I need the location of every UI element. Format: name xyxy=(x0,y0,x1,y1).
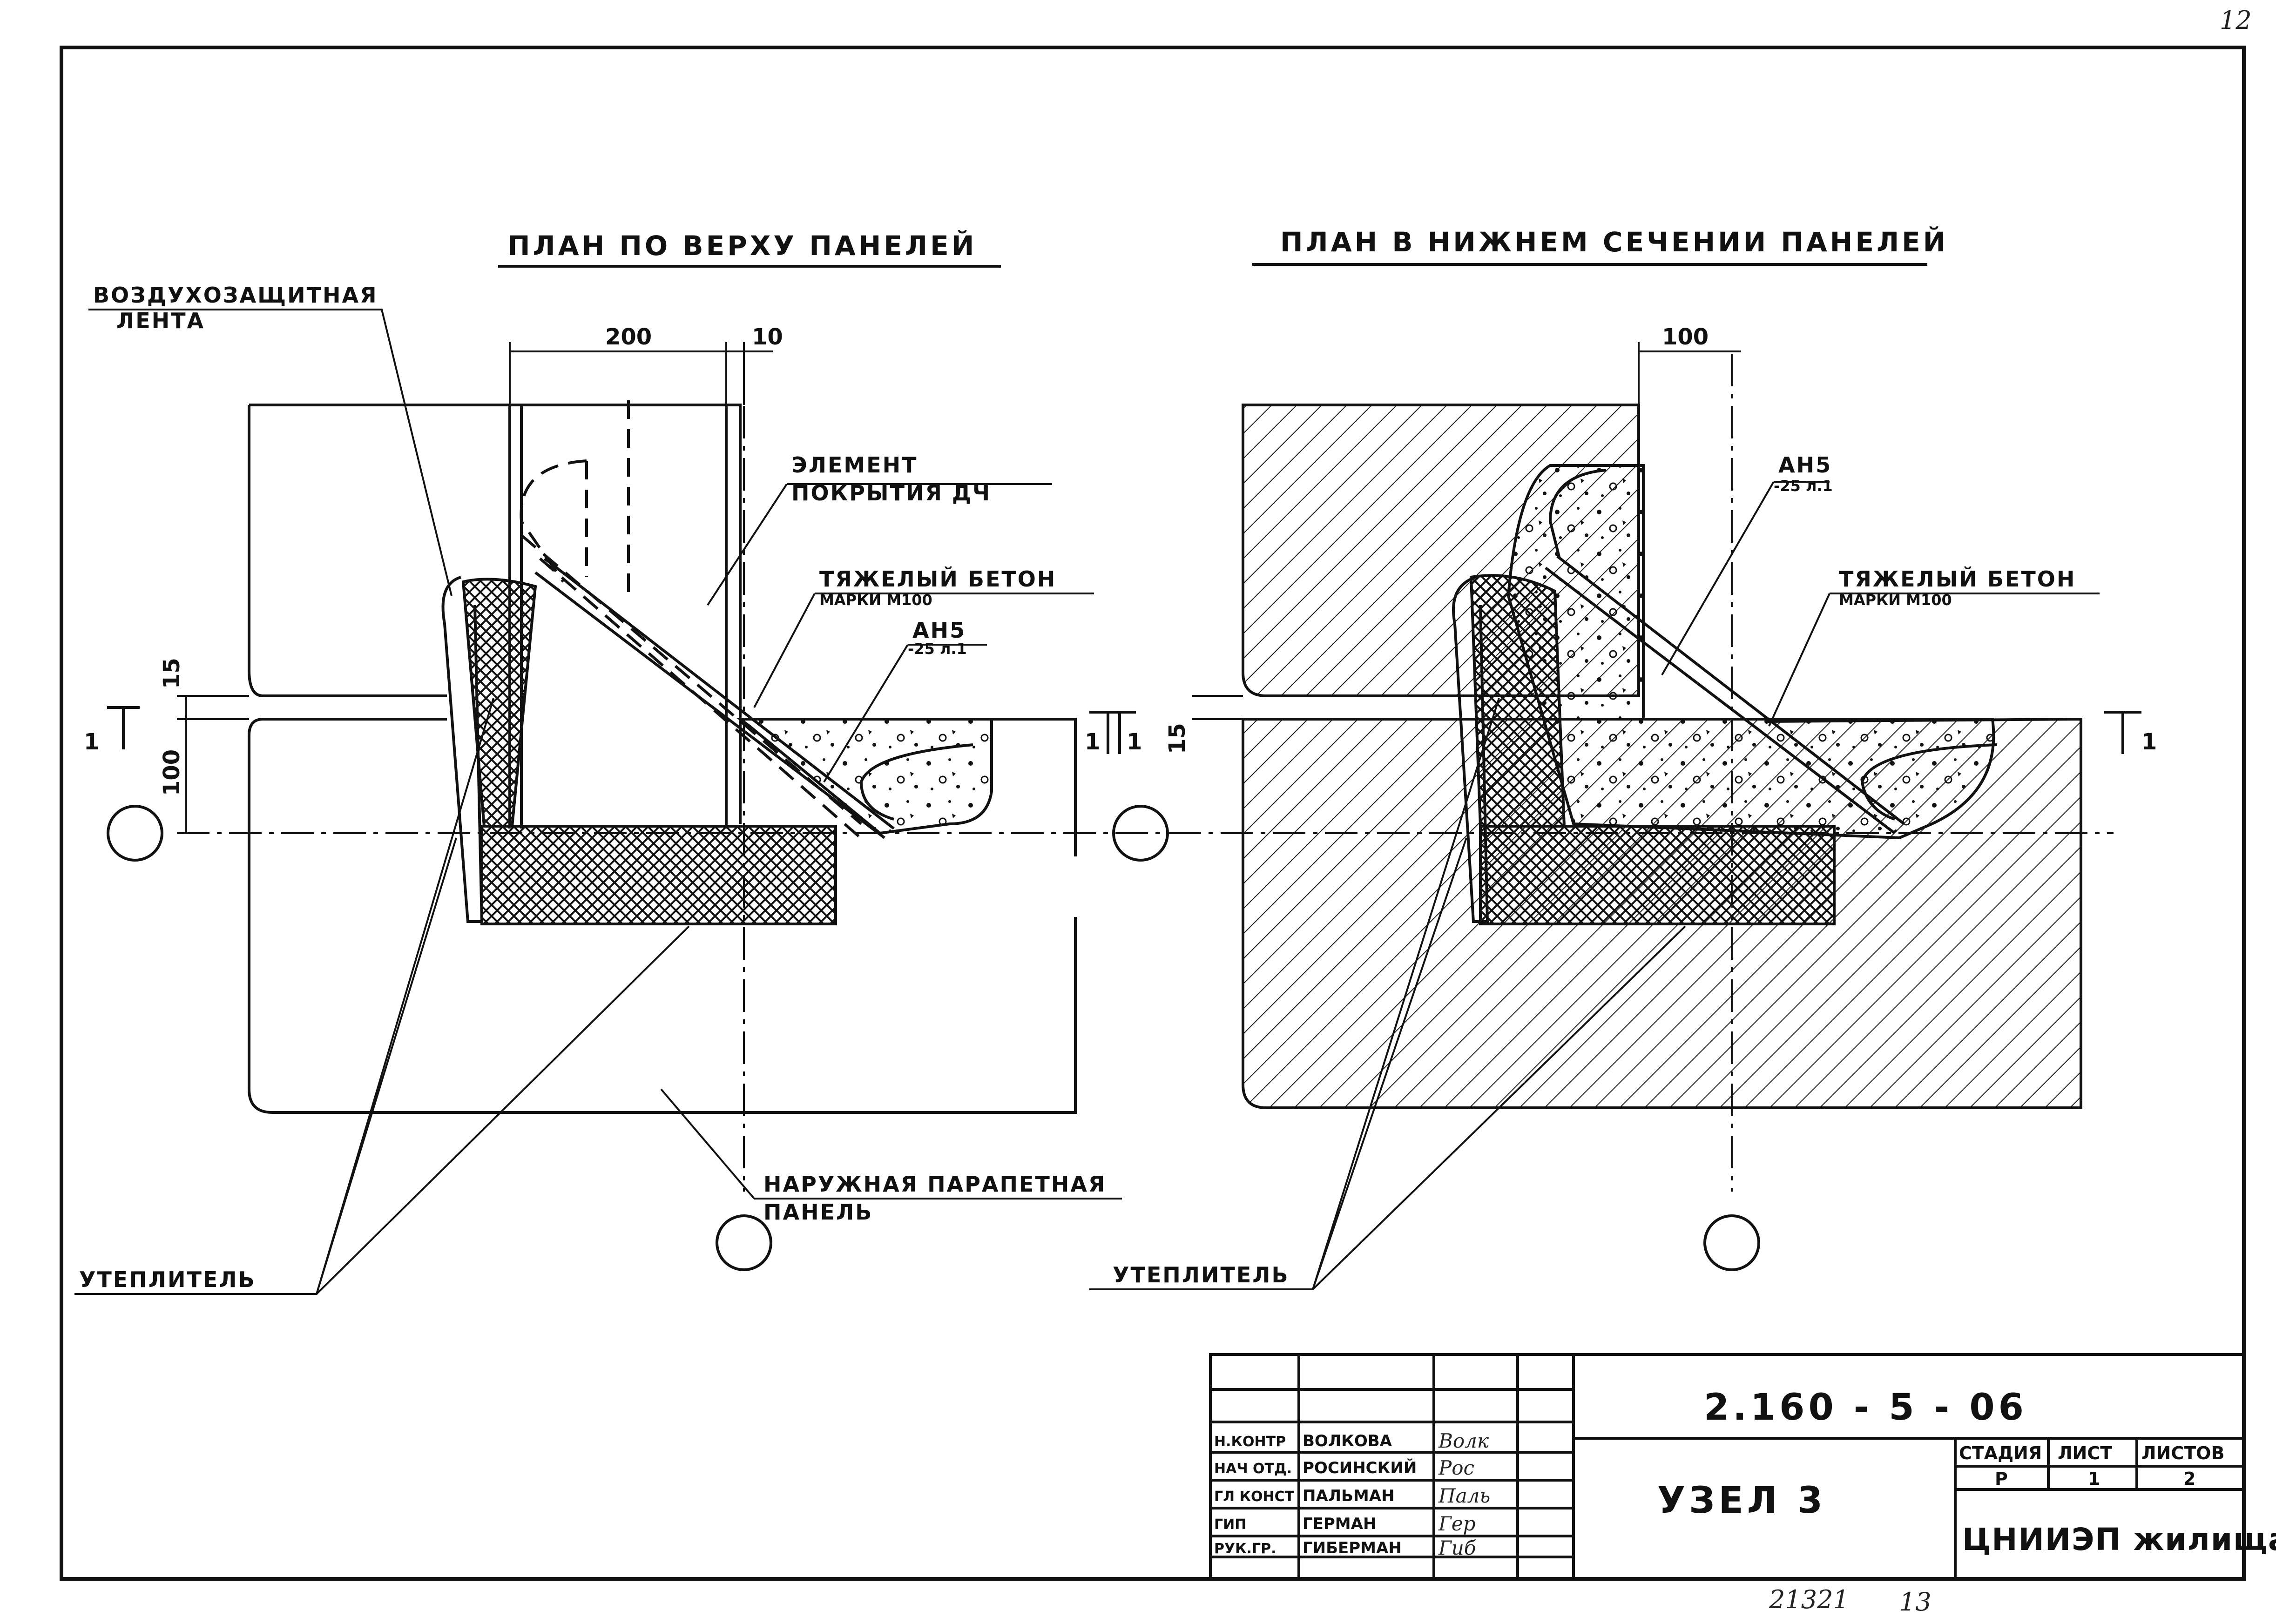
stage-value: Р xyxy=(1995,1469,2008,1489)
org-name: ЦНИИЭП жилища xyxy=(1962,1522,2276,1557)
staff-name-3: ГЕРМАН xyxy=(1303,1515,1376,1533)
left-insulation-vertical xyxy=(461,578,537,828)
right-label-insulation: УТЕПЛИТЕЛЬ xyxy=(1113,1262,1290,1287)
sheet-frame xyxy=(60,46,2246,1581)
staff-name-4: ГИБЕРМАН xyxy=(1303,1539,1402,1557)
doc-code: 2.160 - 5 - 06 xyxy=(1704,1387,2027,1429)
left-axis-bubble-v xyxy=(716,1214,772,1271)
dim-200: 200 xyxy=(605,324,652,350)
page-number: 12 xyxy=(2220,6,2252,35)
right-label-concrete-1: ТЯЖЕЛЫЙ БЕТОН xyxy=(1839,566,2076,592)
label-insulation-left: УТЕПЛИТЕЛЬ xyxy=(79,1267,256,1292)
right-view-title: ПЛАН В НИЖНЕМ СЕЧЕНИИ ПАНЕЛЕЙ xyxy=(1280,226,1948,258)
dim-10: 10 xyxy=(752,324,783,350)
right-section-mark: 1 xyxy=(1085,729,1100,755)
staff-sign-0: Волк xyxy=(1438,1429,1489,1452)
staff-role-0: Н.КОНТР xyxy=(1214,1434,1286,1450)
roof-element-outline xyxy=(248,404,742,824)
right-label-rebar-1: АН5 xyxy=(1778,452,1832,478)
stage-header: СТАДИЯ xyxy=(1959,1443,2042,1463)
label-air-tape-2: ЛЕНТА xyxy=(116,308,205,333)
left-section-mark: 1 xyxy=(84,729,99,755)
staff-sign-4: Гиб xyxy=(1438,1536,1476,1559)
dim-100: 100 xyxy=(159,749,185,796)
title-block: 2.160 - 5 - 06 УЗЕЛ 3 СТАДИЯ ЛИСТ ЛИСТОВ… xyxy=(1209,1353,2276,1580)
staff-role-3: ГИП xyxy=(1214,1516,1246,1533)
right-view: ПЛАН В НИЖНЕМ СЕЧЕНИИ ПАНЕЛЕЙ 100 15 xyxy=(1085,226,2157,1290)
sheet-value: 1 xyxy=(2088,1469,2100,1489)
sheets-value: 2 xyxy=(2183,1469,2195,1489)
right-axis-bubble-v xyxy=(1703,1214,1760,1271)
sheet-header: ЛИСТ xyxy=(2058,1443,2112,1463)
left-axis-bubble-h xyxy=(107,805,163,862)
label-rebar-2: -25 л.1 xyxy=(908,640,967,658)
right-insulation-horizontal xyxy=(1479,825,1836,925)
dim-15: 15 xyxy=(159,658,185,689)
right-axis-bubble-h xyxy=(1112,805,1169,862)
staff-name-0: ВОЛКОВА xyxy=(1303,1432,1392,1450)
label-element-1: ЭЛЕМЕНТ xyxy=(791,452,918,478)
staff-sign-1: Рос xyxy=(1438,1456,1474,1479)
left-view-title: ПЛАН ПО ВЕРХУ ПАНЕЛЕЙ xyxy=(507,229,977,262)
staff-role-4: РУК.ГР. xyxy=(1214,1541,1276,1557)
staff-sign-3: Гер xyxy=(1438,1512,1476,1535)
air-tape xyxy=(441,576,484,923)
label-concrete-1: ТЯЖЕЛЫЙ БЕТОН xyxy=(819,566,1056,592)
node-name: УЗЕЛ 3 xyxy=(1657,1480,1826,1522)
staff-role-1: НАЧ ОТД. xyxy=(1214,1461,1292,1477)
left-section-mark-right: 1 xyxy=(1127,729,1142,755)
right-concrete xyxy=(1506,464,1995,840)
right-insulation-vertical xyxy=(1469,574,1566,828)
right-dim-15: 15 xyxy=(1164,723,1190,754)
right-section-mark-right: 1 xyxy=(2141,729,2157,755)
staff-name-2: ПАЛЬМАН xyxy=(1303,1487,1395,1505)
label-air-tape-1: ВОЗДУХОЗАЩИТНАЯ xyxy=(93,283,378,308)
right-dim-100: 100 xyxy=(1662,324,1709,350)
footer-number-1: 21321 xyxy=(1769,1585,1849,1614)
label-parapet-1: НАРУЖНАЯ ПАРАПЕТНАЯ xyxy=(763,1172,1106,1197)
left-view: ПЛАН ПО ВЕРХУ ПАНЕЛЕЙ 200 xyxy=(74,229,1164,1295)
staff-name-1: РОСИНСКИЙ xyxy=(1303,1458,1417,1477)
sheets-header: ЛИСТОВ xyxy=(2141,1443,2224,1463)
left-insulation-horizontal xyxy=(480,825,837,925)
label-parapet-2: ПАНЕЛЬ xyxy=(763,1199,873,1225)
footer-number-2: 13 xyxy=(1899,1587,1932,1617)
staff-role-2: ГЛ КОНСТ xyxy=(1214,1489,1295,1505)
right-label-rebar-2: -25 л.1 xyxy=(1774,477,1833,495)
label-rebar-1: АН5 xyxy=(912,618,966,643)
staff-sign-2: Паль xyxy=(1438,1484,1490,1507)
